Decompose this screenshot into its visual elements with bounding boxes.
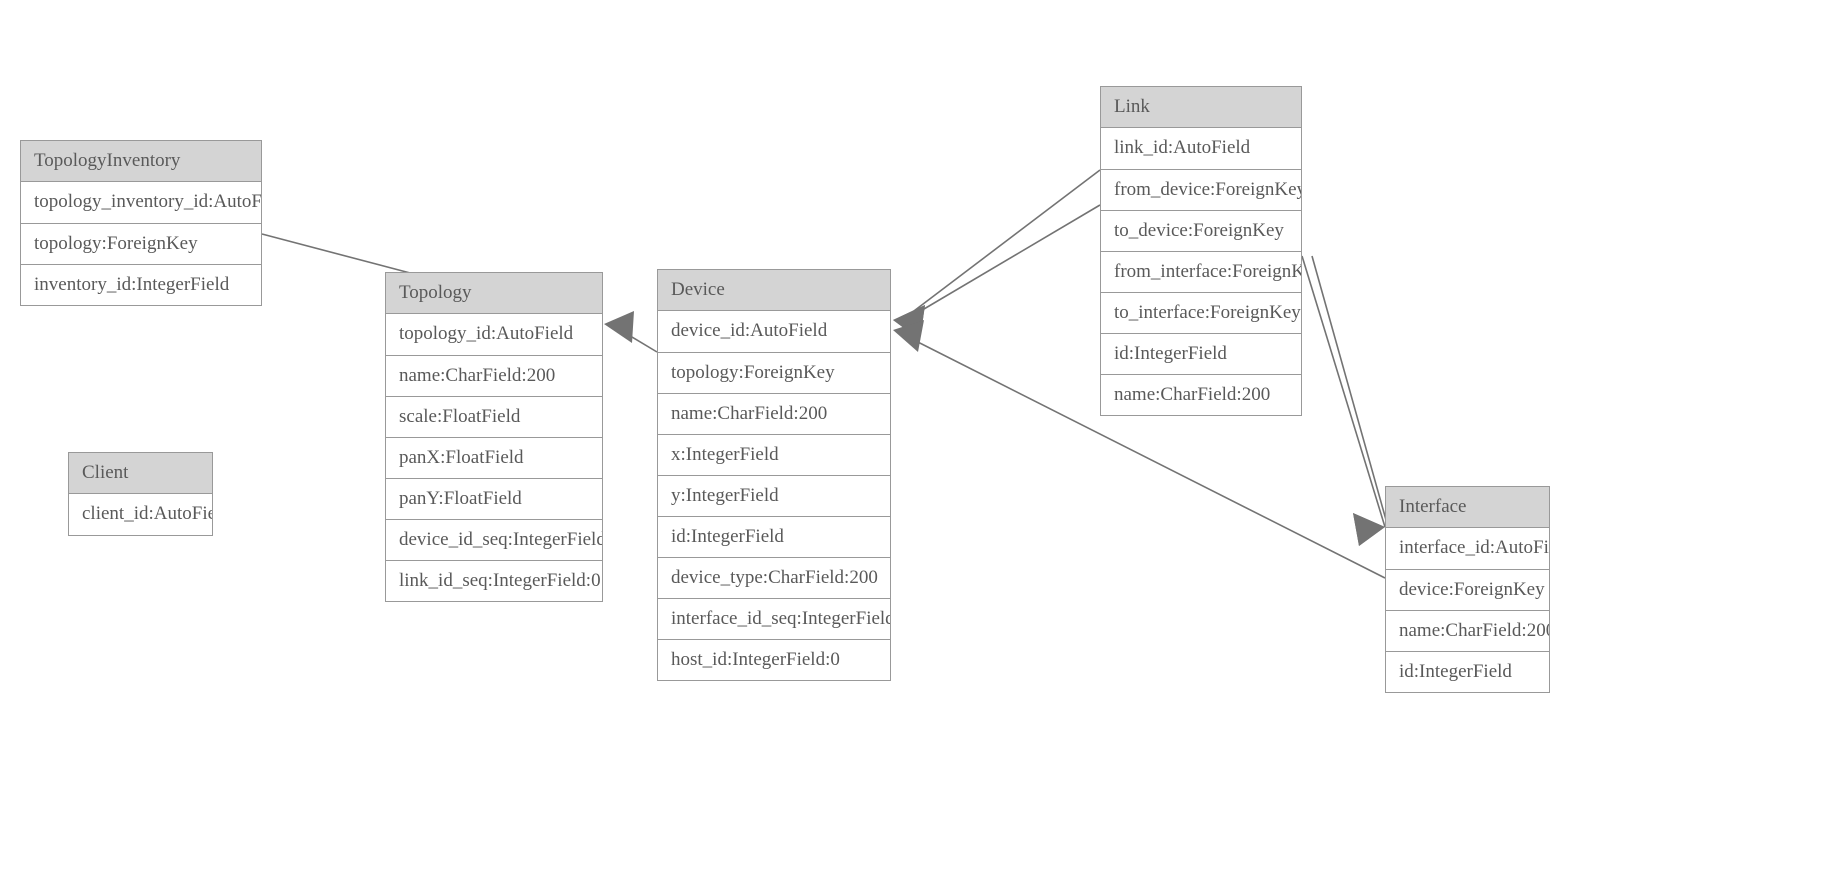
entity-field[interactable]: topology_inventory_id:AutoField <box>21 182 261 223</box>
relationship-line <box>611 324 658 353</box>
entity-field[interactable]: inventory_id:IntegerField <box>21 264 261 305</box>
entity-title-link: Link <box>1101 87 1301 128</box>
entity-fields-client: client_id:AutoField <box>69 494 212 535</box>
relationship-arrowhead <box>893 305 925 340</box>
rel-link-from-interface <box>1301 255 1386 546</box>
relationship-arrowhead <box>1353 513 1385 546</box>
entity-field[interactable]: device_id:AutoField <box>658 311 890 352</box>
rel-link-from-device <box>893 169 1101 340</box>
entity-field[interactable]: client_id:AutoField <box>69 494 212 535</box>
entity-field[interactable]: link_id_seq:IntegerField:0 <box>386 560 602 601</box>
relationship-line <box>901 204 1101 323</box>
entity-field[interactable]: scale:FloatField <box>386 396 602 437</box>
entity-title-device: Device <box>658 270 890 311</box>
entity-fields-interface: interface_id:AutoFielddevice:ForeignKeyn… <box>1386 528 1549 692</box>
entity-field[interactable]: y:IntegerField <box>658 475 890 516</box>
entity-fields-topology_inventory: topology_inventory_id:AutoFieldtopology:… <box>21 182 261 305</box>
relationship-line <box>901 169 1101 321</box>
entity-field[interactable]: name:CharField:200 <box>1101 374 1301 415</box>
entity-field[interactable]: link_id:AutoField <box>1101 128 1301 169</box>
entity-field[interactable]: topology:ForeignKey <box>658 352 890 393</box>
entity-title-interface: Interface <box>1386 487 1549 528</box>
entity-title-topology: Topology <box>386 273 602 314</box>
entity-field[interactable]: x:IntegerField <box>658 434 890 475</box>
entity-title-client: Client <box>69 453 212 494</box>
entity-field[interactable]: panY:FloatField <box>386 478 602 519</box>
relationship-line <box>1311 255 1389 528</box>
entity-field[interactable]: host_id:IntegerField:0 <box>658 639 890 680</box>
entity-field[interactable]: device:ForeignKey <box>1386 569 1549 610</box>
entity-field[interactable]: to_device:ForeignKey <box>1101 210 1301 251</box>
entity-field[interactable]: topology_id:AutoField <box>386 314 602 355</box>
rel-device-topology <box>604 311 658 353</box>
entity-field[interactable]: from_interface:ForeignKey <box>1101 251 1301 292</box>
entity-field[interactable]: panX:FloatField <box>386 437 602 478</box>
entity-field[interactable]: interface_id:AutoField <box>1386 528 1549 569</box>
entity-field[interactable]: to_interface:ForeignKey <box>1101 292 1301 333</box>
entity-field[interactable]: device_id_seq:IntegerField:0 <box>386 519 602 560</box>
rel-link-to-interface <box>1311 255 1389 546</box>
entity-title-topology_inventory: TopologyInventory <box>21 141 261 182</box>
relationship-arrowhead <box>893 305 925 340</box>
relationship-arrowhead <box>893 320 924 352</box>
entity-field[interactable]: id:IntegerField <box>1386 651 1549 692</box>
relationship-arrowhead <box>1353 513 1385 546</box>
entity-field[interactable]: from_device:ForeignKey <box>1101 169 1301 210</box>
entity-field[interactable]: id:IntegerField <box>658 516 890 557</box>
entity-field[interactable]: name:CharField:200 <box>658 393 890 434</box>
entity-field[interactable]: name:CharField:200 <box>1386 610 1549 651</box>
entity-field[interactable]: topology:ForeignKey <box>21 223 261 264</box>
relationship-arrowhead <box>604 311 634 343</box>
relationship-line <box>1301 255 1386 528</box>
entity-interface[interactable]: Interfaceinterface_id:AutoFielddevice:Fo… <box>1385 486 1550 693</box>
entity-field[interactable]: interface_id_seq:IntegerField:0 <box>658 598 890 639</box>
entity-field[interactable]: device_type:CharField:200 <box>658 557 890 598</box>
rel-link-to-device <box>893 204 1101 340</box>
entity-field[interactable]: id:IntegerField <box>1101 333 1301 374</box>
entity-field[interactable]: name:CharField:200 <box>386 355 602 396</box>
